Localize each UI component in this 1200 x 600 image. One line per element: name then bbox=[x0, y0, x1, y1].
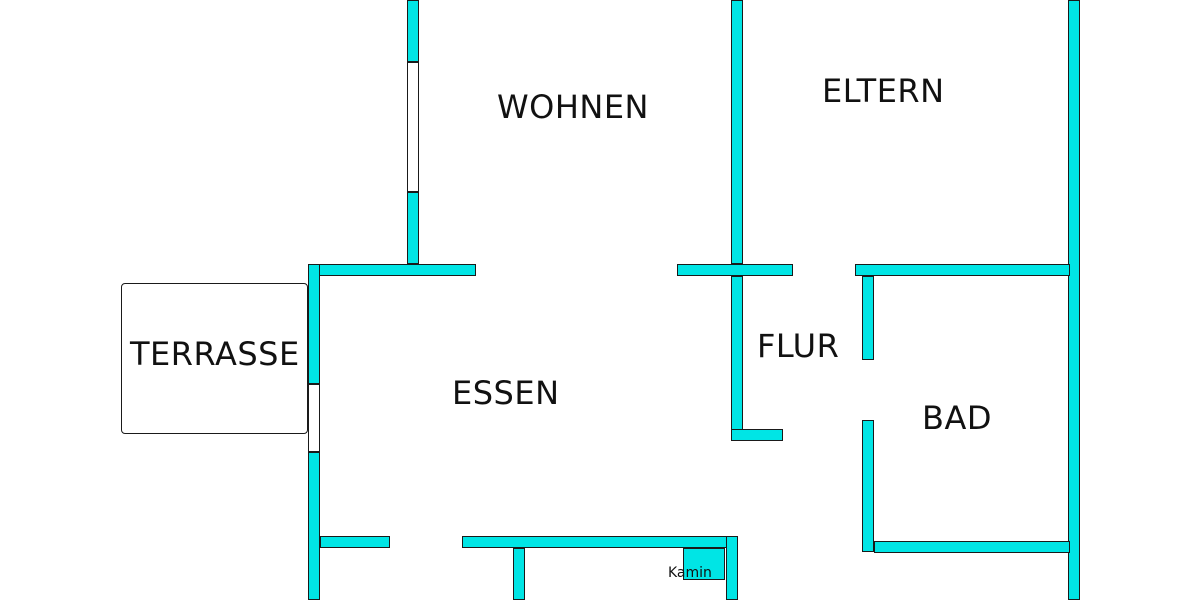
wall-flur-left-foot bbox=[731, 429, 783, 441]
wall-flur-left bbox=[731, 276, 743, 440]
window-wohnen-left bbox=[407, 62, 419, 192]
room-label-flur: FLUR bbox=[757, 327, 840, 365]
wall-essen-bottom-left bbox=[320, 536, 390, 548]
wall-wohnen-left-upper bbox=[407, 0, 419, 62]
wall-wohnen-eltern bbox=[731, 0, 743, 264]
wall-wohnen-left-lower bbox=[407, 192, 419, 264]
terrasse-area bbox=[121, 283, 308, 434]
wall-essen-left-upper bbox=[308, 264, 320, 384]
room-label-wohnen: WOHNEN bbox=[497, 88, 649, 126]
room-label-essen: ESSEN bbox=[452, 374, 560, 412]
room-label-eltern: ELTERN bbox=[822, 72, 945, 110]
kamin-fireplace bbox=[683, 548, 725, 580]
wall-lower-right-stub bbox=[726, 536, 738, 600]
wall-bad-bottom bbox=[874, 541, 1070, 553]
wall-eltern-bad bbox=[855, 264, 1070, 276]
wall-flur-top bbox=[677, 264, 793, 276]
window-essen-left bbox=[308, 384, 320, 452]
wall-essen-bottom-right bbox=[462, 536, 738, 548]
wall-essen-top-left bbox=[308, 264, 476, 276]
room-label-bad: BAD bbox=[922, 399, 992, 437]
wall-essen-left-lower bbox=[308, 452, 320, 600]
kamin-label: Kamin bbox=[668, 565, 712, 581]
room-label-terrasse: TERRASSE bbox=[130, 335, 300, 373]
wall-lower-left-stub bbox=[513, 548, 525, 600]
wall-bad-left-upper bbox=[862, 276, 874, 360]
wall-exterior-right bbox=[1068, 0, 1080, 600]
wall-bad-left-lower bbox=[862, 420, 874, 552]
